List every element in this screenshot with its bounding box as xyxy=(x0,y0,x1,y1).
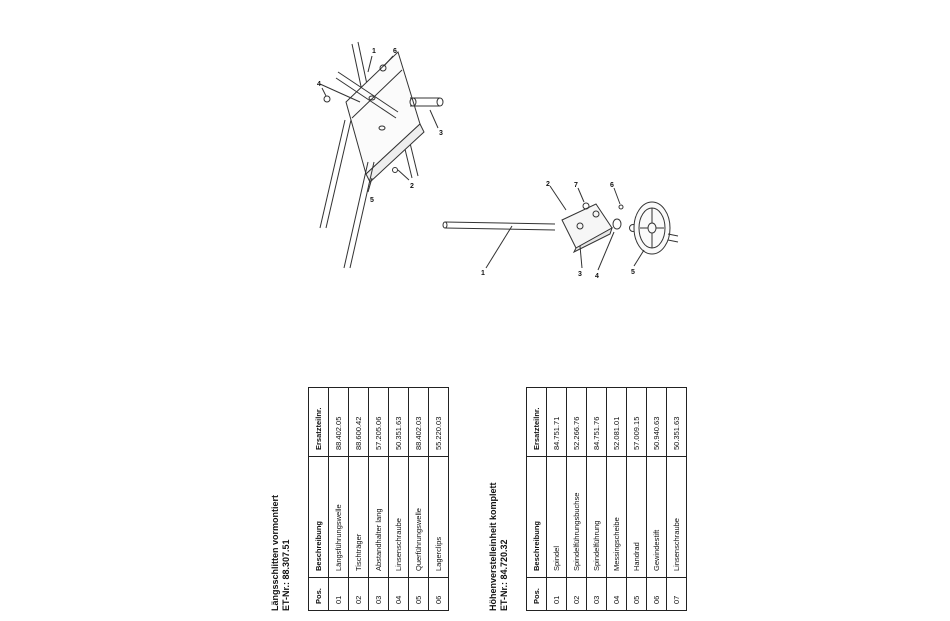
table2-parts-list: Pos. Beschreibung Ersatzteilnr. 01 Spind… xyxy=(526,387,687,611)
cell-pos: 04 xyxy=(606,577,627,611)
cell-desc: Lagerclips xyxy=(428,456,449,578)
cell-nr: 88.402.03 xyxy=(408,387,429,457)
cell-desc: Gewindestift xyxy=(646,456,667,578)
callout-2-7: 7 xyxy=(574,182,578,189)
table-row: 06 Gewindestift 50.940.63 xyxy=(646,387,667,611)
cell-desc: Querführungswelle xyxy=(408,456,429,578)
cell-desc: Linsenschraube xyxy=(388,456,409,578)
table-row: 05 Handrad 57.009.15 xyxy=(626,387,647,611)
cell-nr: 50.351.63 xyxy=(388,387,409,457)
cell-pos: 06 xyxy=(646,577,667,611)
cell-desc: Spindel xyxy=(546,456,567,578)
table1-title: Längsschlitten vormontiert xyxy=(270,494,280,611)
cell-pos: 05 xyxy=(626,577,647,611)
callout-2-2: 2 xyxy=(546,181,550,188)
header-beschreibung: Beschreibung xyxy=(526,456,547,578)
callout-1-2: 2 xyxy=(410,183,414,190)
header-ersatzteilnr: Ersatzteilnr. xyxy=(308,387,329,457)
table-row: 01 Längsführungswelle 88.402.05 xyxy=(328,387,349,611)
cell-pos: 02 xyxy=(566,577,587,611)
callout-1-6: 6 xyxy=(393,48,397,55)
table-row: 03 Abstandhalter lang 57.205.06 xyxy=(368,387,389,611)
table1-et-number: ET-Nr.: 88.307.51 xyxy=(281,539,291,611)
table-row: 04 Linsenschraube 50.351.63 xyxy=(388,387,409,611)
cell-desc: Spindelführungsbuchse xyxy=(566,456,587,578)
hoehenverstelleinheit-drawing xyxy=(442,185,679,271)
cell-nr: 84.751.76 xyxy=(586,387,607,457)
cell-pos: 03 xyxy=(368,577,389,611)
table-row: 03 Spindelführung 84.751.76 xyxy=(586,387,607,611)
cell-nr: 50.351.63 xyxy=(666,387,687,457)
cell-desc: Längsführungswelle xyxy=(328,456,349,578)
cell-pos: 07 xyxy=(666,577,687,611)
table-row: 06 Lagerclips 55.220.03 xyxy=(428,387,449,611)
cell-nr: 50.940.63 xyxy=(646,387,667,457)
cell-nr: 88.402.05 xyxy=(328,387,349,457)
cell-nr: 52.266.76 xyxy=(566,387,587,457)
header-ersatzteilnr: Ersatzteilnr. xyxy=(526,387,547,457)
laengsschlitten-drawing xyxy=(319,41,444,269)
callout-1-3: 3 xyxy=(439,130,443,137)
cell-desc: Tischträger xyxy=(348,456,369,578)
table-row: 04 Messingscheibe 52.081.01 xyxy=(606,387,627,611)
header-beschreibung: Beschreibung xyxy=(308,456,329,578)
hoehenverstelleinheit-block: Höhenverstelleinheit komplett ET-Nr.: 84… xyxy=(488,387,687,611)
table-header-row: Pos. Beschreibung Ersatzteilnr. xyxy=(526,387,547,611)
table2-title: Höhenverstelleinheit komplett xyxy=(488,482,498,611)
header-pos: Pos. xyxy=(308,577,329,611)
cell-nr: 57.009.15 xyxy=(626,387,647,457)
cell-pos: 03 xyxy=(586,577,607,611)
cell-desc: Linsenschraube xyxy=(666,456,687,578)
table-row: 05 Querführungswelle 88.402.03 xyxy=(408,387,429,611)
callout-2-3: 3 xyxy=(578,271,582,278)
callout-1-1: 1 xyxy=(372,48,376,55)
cell-pos: 05 xyxy=(408,577,429,611)
table-row: 07 Linsenschraube 50.351.63 xyxy=(666,387,687,611)
cell-pos: 04 xyxy=(388,577,409,611)
header-pos: Pos. xyxy=(526,577,547,611)
cell-pos: 01 xyxy=(328,577,349,611)
cell-desc: Spindelführung xyxy=(586,456,607,578)
cell-desc: Abstandhalter lang xyxy=(368,456,389,578)
table2-et-number: ET-Nr.: 84.720.32 xyxy=(499,539,509,611)
cell-nr: 55.220.03 xyxy=(428,387,449,457)
cell-pos: 02 xyxy=(348,577,369,611)
laengsschlitten-block: Längsschlitten vormontiert ET-Nr.: 88.30… xyxy=(270,387,449,611)
cell-nr: 88.600.42 xyxy=(348,387,369,457)
callout-2-6: 6 xyxy=(610,182,614,189)
cell-nr: 57.205.06 xyxy=(368,387,389,457)
cell-pos: 06 xyxy=(428,577,449,611)
callout-2-4: 4 xyxy=(595,273,599,280)
table-row: 01 Spindel 84.751.71 xyxy=(546,387,567,611)
table-header-row: Pos. Beschreibung Ersatzteilnr. xyxy=(308,387,329,611)
callout-1-5: 5 xyxy=(370,197,374,204)
callout-1-4: 4 xyxy=(317,81,321,88)
callout-2-5: 5 xyxy=(631,269,635,276)
callout-2-1: 1 xyxy=(481,270,485,277)
cell-pos: 01 xyxy=(546,577,567,611)
cell-desc: Handrad xyxy=(626,456,647,578)
cell-nr: 84.751.71 xyxy=(546,387,567,457)
cell-desc: Messingscheibe xyxy=(606,456,627,578)
table-row: 02 Tischträger 88.600.42 xyxy=(348,387,369,611)
table1-parts-list: Pos. Beschreibung Ersatzteilnr. 01 Längs… xyxy=(308,387,449,611)
table-row: 02 Spindelführungsbuchse 52.266.76 xyxy=(566,387,587,611)
cell-nr: 52.081.01 xyxy=(606,387,627,457)
